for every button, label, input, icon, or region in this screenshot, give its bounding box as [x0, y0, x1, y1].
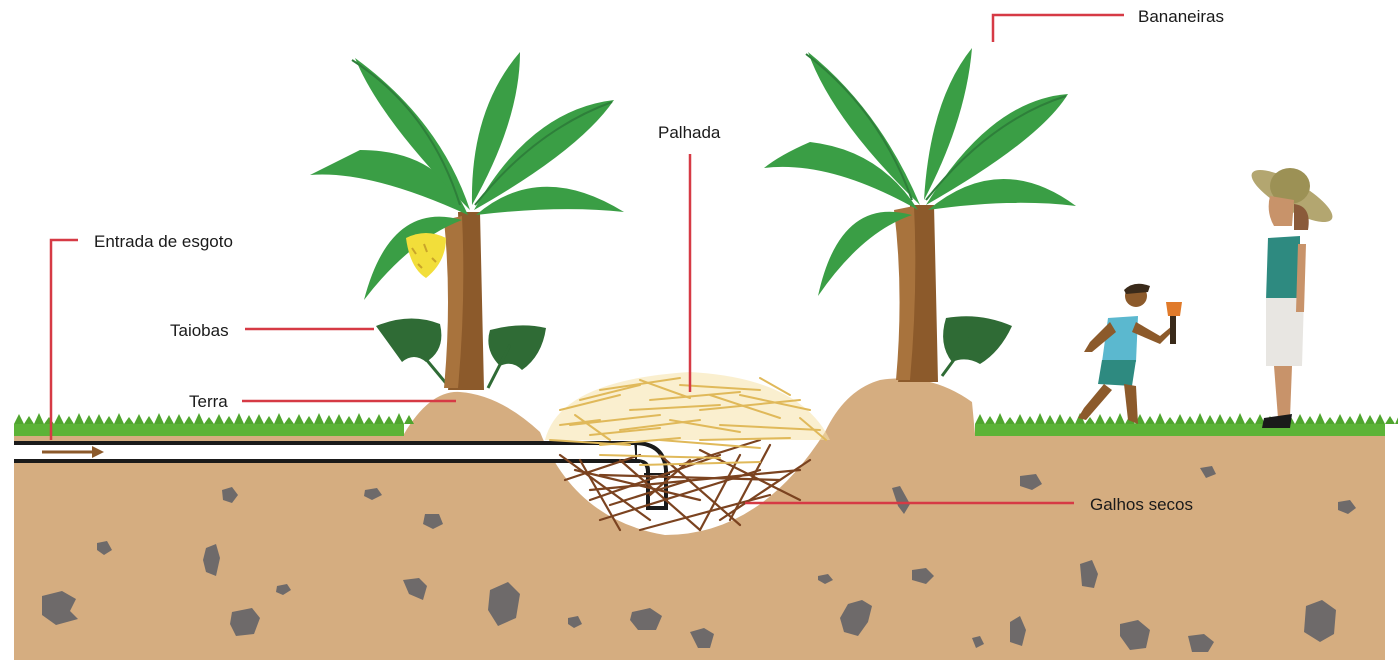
label-taiobas: Taiobas [170, 321, 229, 340]
label-entrada-de-esgoto: Entrada de esgoto [94, 232, 233, 251]
grass-left [14, 413, 414, 436]
label-palhada: Palhada [658, 123, 721, 142]
soil-stones [42, 466, 1356, 652]
leader-lines [49, 13, 1124, 505]
taioba-icon [940, 316, 1012, 377]
flow-arrow-icon [42, 446, 104, 458]
woman-icon [1251, 168, 1333, 428]
label-galhos-secos: Galhos secos [1090, 495, 1193, 514]
banana-bunch-icon [406, 233, 446, 278]
straw-mulch [545, 372, 830, 466]
banana-plant-icon [310, 52, 624, 390]
taioba-icon [376, 318, 546, 389]
child-icon [1078, 283, 1182, 424]
leader-bananeiras [991, 13, 1124, 42]
grass-right [975, 413, 1398, 436]
leader-entrada [49, 238, 78, 440]
dry-branches [558, 438, 812, 532]
banana-plant-icon [764, 48, 1076, 382]
label-terra: Terra [189, 392, 228, 411]
label-bananeiras: Bananeiras [1138, 7, 1224, 26]
